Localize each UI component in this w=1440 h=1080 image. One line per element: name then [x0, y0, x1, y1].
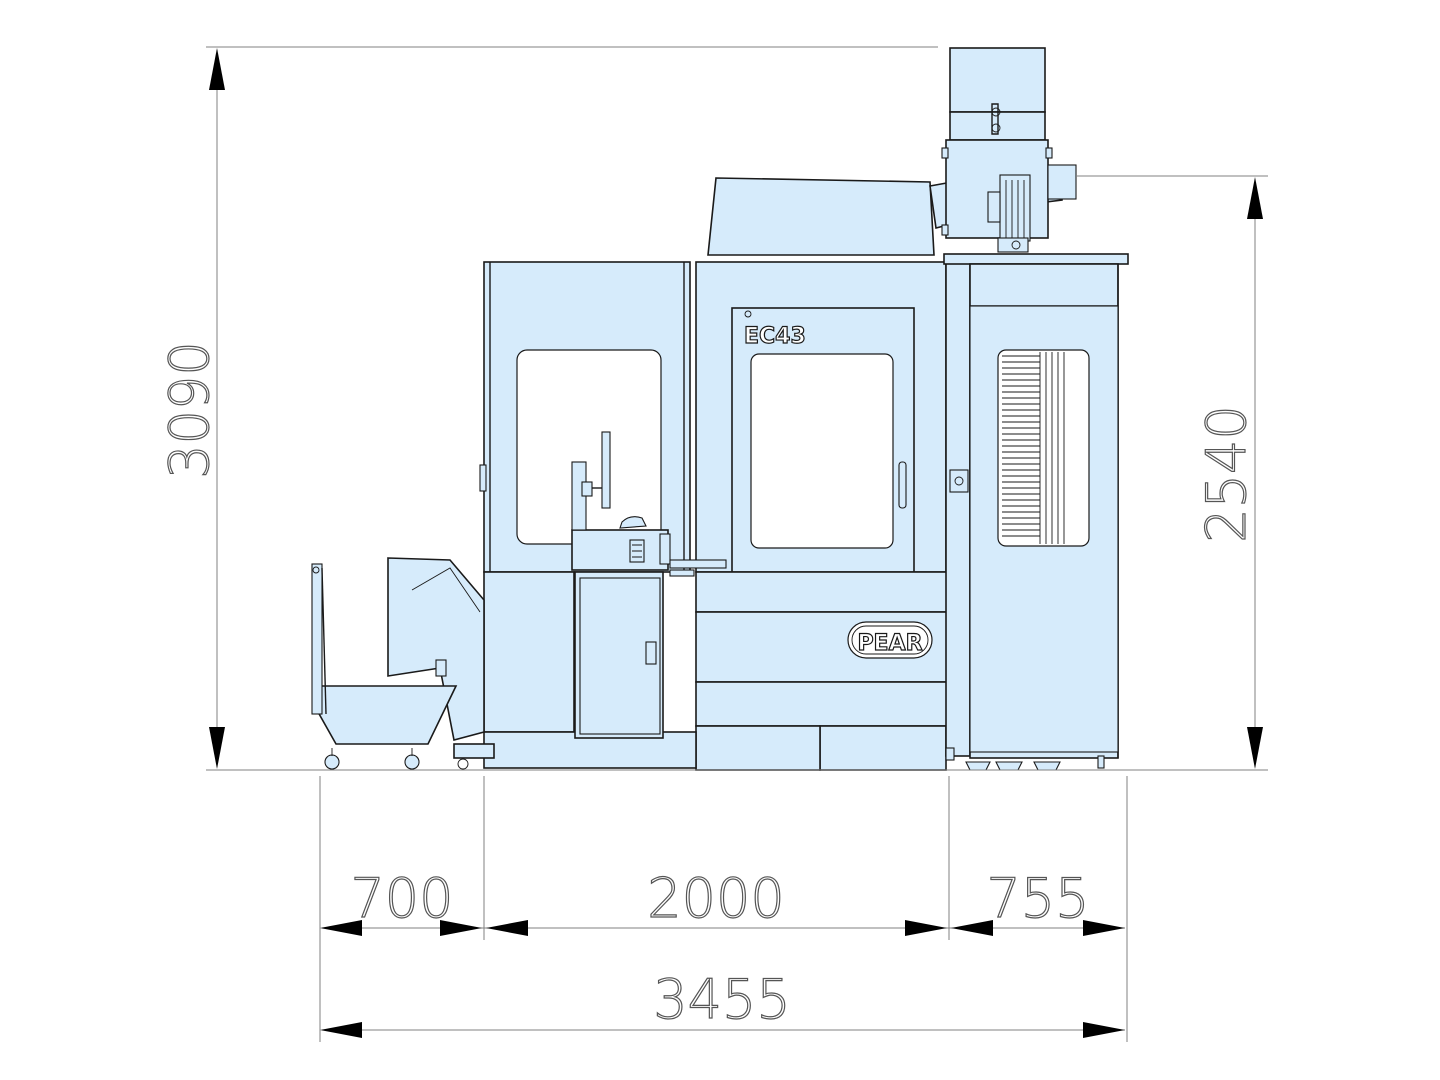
machine-height-arrow-top — [1247, 177, 1263, 219]
chip-conveyor — [387, 557, 485, 741]
height-arrow-top — [209, 48, 225, 90]
dimension-labels: 3090 2540 700 2000 755 3455 — [157, 341, 1258, 1032]
left-door-panel — [479, 261, 691, 573]
w2000-arrow-right — [905, 920, 947, 936]
main-door-window — [750, 353, 894, 549]
machine-assembly: EC43 PEAR — [311, 47, 1129, 771]
w700-arrow-right — [440, 920, 482, 936]
conveyor-width-label: 700 — [350, 867, 453, 930]
brand-logo-text: PEAR — [857, 631, 922, 656]
w700-arrow-left — [320, 920, 362, 936]
model-label: EC43 — [744, 324, 806, 349]
machine-height-label: 2540 — [1195, 405, 1258, 542]
w2000-arrow-left — [486, 920, 528, 936]
w755-arrow-left — [951, 920, 993, 936]
spindle-motor — [941, 47, 1077, 253]
machine-width-label: 2000 — [647, 867, 784, 930]
magazine-window — [997, 349, 1090, 547]
door-handle — [898, 461, 907, 509]
overall-height-label: 3090 — [158, 341, 221, 478]
magazine-width-label: 755 — [986, 867, 1089, 930]
dimension-lines — [206, 46, 1268, 1042]
magazine-grille — [1002, 352, 1065, 544]
w755-arrow-right — [1083, 920, 1125, 936]
overall-width-label: 3455 — [653, 968, 790, 1031]
overall-width-arrow-right — [1083, 1022, 1125, 1038]
left-door-window — [516, 349, 662, 545]
tool-magazine — [943, 253, 1129, 771]
control-pendant — [571, 431, 727, 739]
logo-badge — [847, 621, 933, 659]
main-cabinet: EC43 — [695, 261, 947, 573]
chip-cart — [311, 563, 458, 770]
height-arrow-bottom — [209, 727, 225, 769]
roof-cover — [707, 177, 935, 256]
lower-front-section: PEAR — [695, 571, 951, 771]
machine-height-arrow-bottom — [1247, 727, 1263, 769]
overall-width-arrow-left — [320, 1022, 362, 1038]
